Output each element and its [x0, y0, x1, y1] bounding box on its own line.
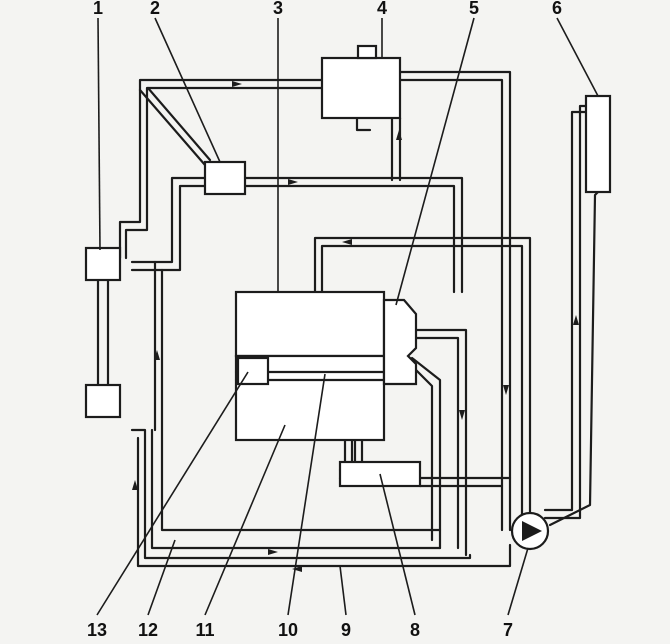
leader-8: [379, 473, 416, 616]
leader-1: [97, 17, 101, 251]
leader-13: [96, 371, 249, 616]
heater-valve: [203, 160, 247, 196]
callout-13: 13: [87, 620, 107, 640]
pipe-thermostat-loop-inner: [320, 244, 524, 532]
flow-arrows: [132, 81, 579, 572]
flow-arrow-bottom-return: [292, 566, 302, 572]
flow-arrow-valve: [288, 179, 298, 185]
coolant-pipes: [96, 70, 607, 568]
leader-9: [339, 565, 347, 616]
callout-5: 5: [469, 0, 479, 18]
pipe-reservoir-right-inner: [398, 78, 504, 532]
pipe-valve-return-outer: [130, 176, 207, 264]
flow-arrow-bottom: [268, 549, 278, 555]
radiator-bottom-tank: [84, 383, 122, 419]
pipe-valve-right-outer: [243, 176, 464, 294]
pipe-reservoir-right-outer: [398, 70, 512, 532]
pipe-top-outer: [118, 78, 324, 260]
thermostat-housing: [382, 298, 418, 386]
flow-arrow-top: [232, 81, 242, 87]
callout-12: 12: [138, 620, 158, 640]
callout-7: 7: [503, 620, 513, 640]
pipe-sensor-down-outer: [543, 110, 590, 512]
leader-2: [154, 17, 221, 163]
callout-8: 8: [410, 620, 420, 640]
pipe-to-valve-a: [138, 88, 207, 167]
reservoir-cap: [356, 44, 378, 60]
pipe-top-inner: [124, 86, 324, 260]
pipe-sensor-right-outer: [548, 183, 607, 527]
pipe-valve-right-inner: [243, 184, 456, 294]
leader-lines: [96, 17, 599, 616]
leader-6: [556, 17, 599, 97]
pipe-bottom-outer: [130, 428, 472, 560]
callout-1: 1: [93, 0, 103, 18]
pipe-sensor-down-inner: [543, 104, 590, 520]
leader-10: [287, 373, 326, 616]
pipe-thermostat-lower-outer: [410, 356, 442, 550]
flow-arrow-left-up-low: [132, 480, 138, 490]
callout-6: 6: [552, 0, 562, 18]
leader-7: [507, 547, 529, 616]
flow-arrow-reservoir: [396, 130, 402, 140]
pipe-bottom-inner: [150, 428, 442, 550]
components: [84, 44, 612, 551]
radiator-top-tank: [84, 246, 122, 282]
pipe-thermostat-lower-inner: [410, 364, 434, 542]
leader-12: [147, 539, 176, 616]
pipe-valve-return-inner: [130, 184, 207, 272]
temperature-sensor: [584, 94, 612, 194]
engine-block-upper: [234, 290, 386, 358]
pipe-thermostat-loop-outer: [313, 236, 532, 532]
callout-10: 10: [278, 620, 298, 640]
callout-2: 2: [150, 0, 160, 18]
water-pump-arrow: [522, 521, 542, 541]
engine-block-lower: [234, 354, 386, 442]
callout-9: 9: [341, 620, 351, 640]
pipe-bottom-middle: [136, 436, 512, 568]
callout-11: 11: [195, 620, 214, 640]
pipe-radiator-left-b: [160, 268, 442, 532]
pipe-thermostat-right-inner: [413, 336, 460, 550]
flow-arrow-loop: [342, 239, 352, 245]
callout-4: 4: [377, 0, 387, 18]
callout-3: 3: [273, 0, 283, 18]
callout-numbers: 1 2 3 4 5 6 7 8 9 10 11 12 13: [87, 0, 562, 640]
pipe-thermostat-right-outer: [413, 328, 468, 557]
expansion-reservoir: [320, 56, 402, 120]
flow-arrow-sensor: [573, 315, 579, 325]
flow-arrow-thermostat: [459, 410, 465, 420]
pipe-to-valve-b: [146, 86, 212, 162]
leader-5: [395, 17, 475, 306]
flow-arrow-right-down: [503, 385, 509, 395]
pipe-reservoir-left: [355, 116, 372, 132]
flow-arrow-left-up: [154, 350, 160, 360]
leader-11: [204, 424, 286, 616]
